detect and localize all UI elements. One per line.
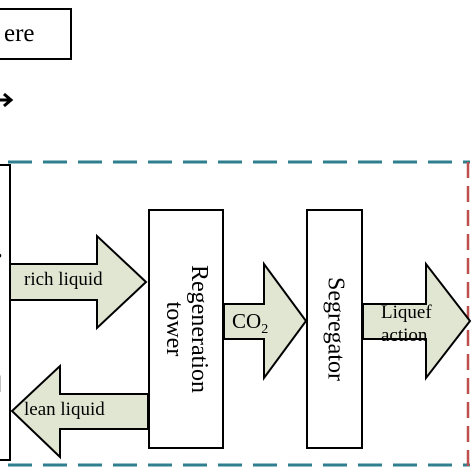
segregator-label: Segregator bbox=[322, 277, 349, 381]
segregator-box: Segregator bbox=[306, 209, 363, 449]
lean-liquid-arrow bbox=[10, 363, 149, 460]
liquefaction-line2: action bbox=[381, 324, 428, 346]
regeneration-tower-line2: tower bbox=[161, 301, 187, 357]
rich-liquid-label: rich liquid bbox=[24, 269, 103, 290]
co2-label: CO2 bbox=[232, 309, 269, 338]
regeneration-tower-line1: Regeneration bbox=[186, 265, 213, 393]
liquefaction-label: Liquef action bbox=[381, 302, 432, 348]
left-edge-glyph-bottom: | bbox=[0, 372, 2, 393]
regeneration-tower-label: Regeneration tower bbox=[161, 265, 213, 393]
co2-text: CO bbox=[232, 309, 262, 333]
top-label-box: ere bbox=[0, 8, 72, 60]
co2-subscript: 2 bbox=[261, 322, 269, 338]
liquefaction-arrow bbox=[362, 261, 472, 381]
liquefaction-line1: Liquef bbox=[381, 302, 432, 323]
co2-arrow bbox=[223, 260, 308, 382]
top-label-text: ere bbox=[4, 20, 35, 47]
top-arrow-mark bbox=[0, 92, 14, 108]
regeneration-tower-box: Regeneration tower bbox=[148, 209, 224, 449]
left-partial-box bbox=[0, 164, 11, 461]
lean-liquid-label: lean liquid bbox=[24, 399, 105, 420]
left-edge-glyph-top: • bbox=[0, 246, 2, 267]
rich-liquid-arrow bbox=[9, 233, 148, 331]
